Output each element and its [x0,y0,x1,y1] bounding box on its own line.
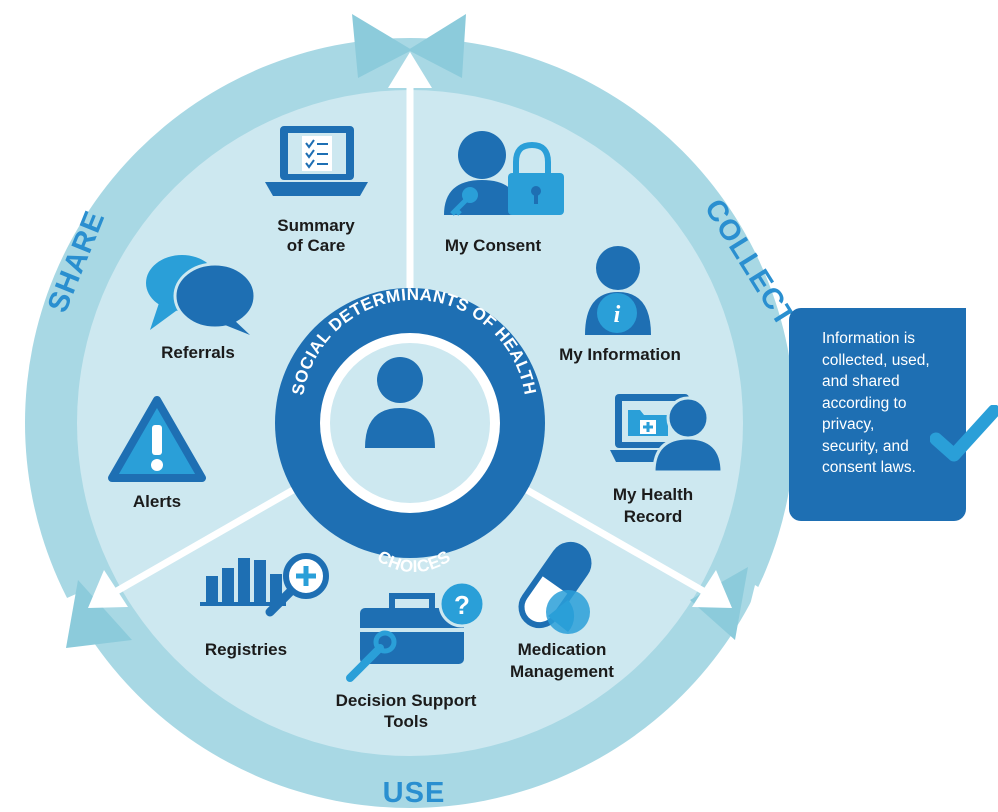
my-health-record-label-2: Record [624,507,683,526]
svg-text:?: ? [454,590,470,620]
laptop-folder-person-icon [610,394,724,474]
use-arrow-head-left [66,580,132,648]
privacy-note-box: Information is collected, used, and shar… [789,308,966,521]
summary-of-care-label-2: of Care [287,236,346,255]
person-key-lock-icon [444,131,564,216]
svg-text:i: i [614,302,621,328]
divider-left-arrow [88,570,128,608]
center-person-icon [365,357,435,448]
note-line: according to [822,394,907,412]
referrals-label: Referrals [161,343,235,362]
note-line: consent laws. [822,459,916,476]
my-information-label: My Information [559,345,681,364]
collect-arrow-head [408,14,466,78]
ring-gap-top [380,8,440,36]
divider-right-arrow [692,570,732,608]
ring-gap-right [745,585,795,650]
decision-support-label-1: Decision Support [336,691,477,710]
my-consent-label: My Consent [445,236,542,255]
note-line: Information is [822,330,916,347]
medication-management-label-2: Management [510,662,614,681]
note-line: collected, used, [822,351,930,369]
alerts-label: Alerts [133,492,181,511]
speech-bubbles-icon [146,255,257,335]
laptop-checklist-icon [265,126,368,196]
share-arrow-head [352,14,412,78]
divider-top-arrow [388,52,432,88]
medication-management-label-1: Medication [518,640,607,659]
my-health-record-label-1: My Health [613,485,693,504]
person-info-icon: i [585,246,651,335]
toolbox-question-icon: ? [346,580,486,682]
warning-triangle-icon [108,396,206,482]
note-line: security, and [822,437,909,455]
checkmark-icon [930,405,998,462]
use-label: USE [383,777,446,809]
decision-support-label-2: Tools [384,712,428,731]
summary-of-care-label-1: Summary [277,216,355,235]
bar-chart-magnifier-icon [200,553,329,617]
pill-capsule-icon [518,541,592,634]
note-line: privacy, [822,416,875,433]
registries-label: Registries [205,640,287,659]
note-line: and shared [822,373,900,390]
